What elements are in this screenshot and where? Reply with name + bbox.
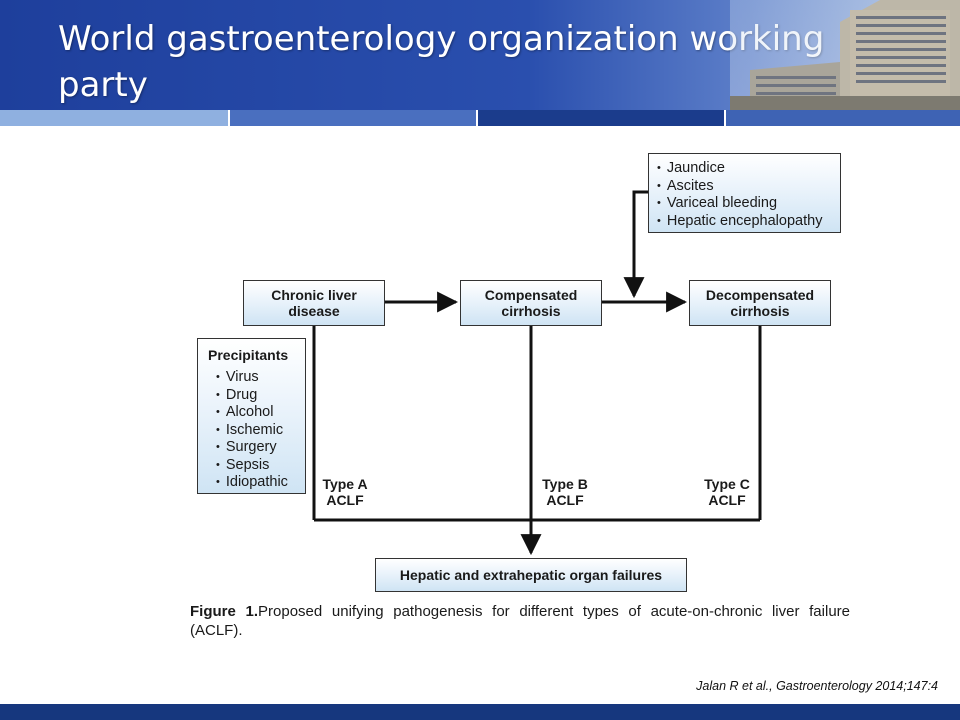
chronic-liver-disease-box: Chronic liver disease — [243, 280, 385, 326]
figure-caption: Figure 1.Proposed unifying pathogenesis … — [190, 602, 850, 640]
list-item: Jaundice — [657, 160, 832, 178]
header-stripe-1 — [0, 110, 228, 126]
list-item: Virus — [216, 369, 305, 387]
list-item: Ascites — [657, 178, 832, 196]
compensated-cirrhosis-label: Compensated cirrhosis — [484, 287, 578, 319]
list-item: Idiopathic — [216, 474, 305, 492]
list-item: Variceal bleeding — [657, 195, 832, 213]
list-item: Drug — [216, 387, 305, 405]
hospital-building-image — [730, 0, 960, 110]
slide-footer-bar — [0, 704, 960, 720]
slide-title: World gastroenterology organization work… — [58, 19, 825, 105]
precipitants-title: Precipitants — [208, 347, 289, 363]
organ-failures-box: Hepatic and extrahepatic organ failures — [375, 558, 687, 592]
type-c-label: Type C ACLF — [704, 476, 750, 508]
header-stripe-4 — [726, 110, 960, 126]
header-stripe-3 — [478, 110, 724, 126]
list-item: Ischemic — [216, 422, 305, 440]
header-stripe-2 — [230, 110, 476, 126]
precipitants-list: Virus Drug Alcohol Ischemic Surgery Seps… — [208, 369, 305, 492]
figure-caption-text: Proposed unifying pathogenesis for diffe… — [190, 603, 850, 639]
list-item: Sepsis — [216, 457, 305, 475]
citation: Jalan R et al., Gastroenterology 2014;14… — [696, 679, 938, 693]
list-item: Alcohol — [216, 404, 305, 422]
precipitants-box: Precipitants Virus Drug Alcohol Ischemic… — [197, 338, 306, 494]
compensated-cirrhosis-box: Compensated cirrhosis — [460, 280, 602, 326]
slide-header: World gastroenterology organization work… — [0, 0, 960, 110]
organ-failures-label: Hepatic and extrahepatic organ failures — [399, 567, 663, 583]
decompensation-events-list: Jaundice Ascites Variceal bleeding Hepat… — [657, 160, 832, 230]
list-item: Hepatic encephalopathy — [657, 213, 832, 231]
type-b-label: Type B ACLF — [542, 476, 588, 508]
decompensation-events-box: Jaundice Ascites Variceal bleeding Hepat… — [648, 153, 841, 233]
chronic-liver-disease-label: Chronic liver disease — [271, 287, 357, 319]
decompensated-cirrhosis-label: Decompensated cirrhosis — [705, 287, 815, 319]
list-item: Surgery — [216, 439, 305, 457]
decompensated-cirrhosis-box: Decompensated cirrhosis — [689, 280, 831, 326]
type-a-label: Type A ACLF — [322, 476, 368, 508]
arrow-events-to-progression — [623, 190, 648, 299]
figure-caption-label: Figure 1. — [190, 603, 259, 620]
